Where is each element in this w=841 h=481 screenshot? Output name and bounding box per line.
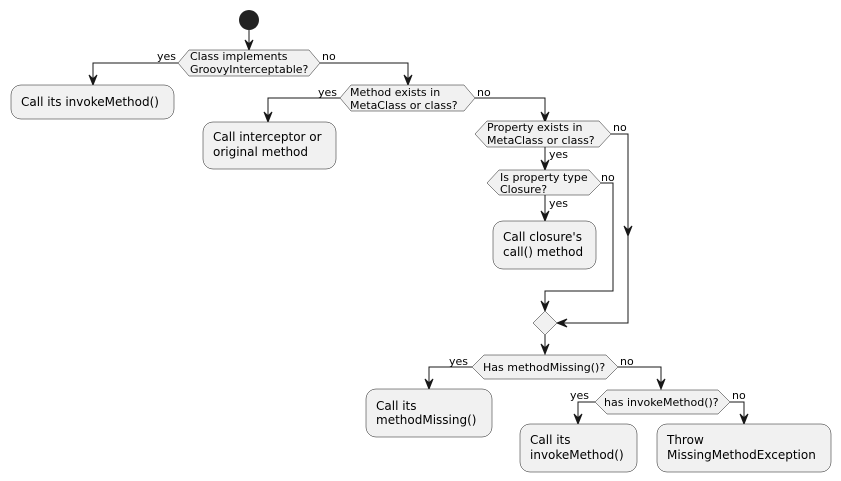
edge-labels: yes no yes no no yes no yes yes no yes n… — [157, 50, 746, 402]
a2-line1: Call interceptor or — [213, 130, 322, 144]
arrowhead — [540, 159, 550, 172]
decision-d1: Class implements GroovyInterceptable? — [177, 49, 321, 77]
d6-line1: has invokeMethod()? — [604, 396, 719, 409]
arrowhead — [88, 74, 98, 87]
decision-d6: has invokeMethod()? — [594, 389, 731, 415]
a5-line1: Call its — [530, 433, 571, 447]
edge-d1-yes — [92, 62, 178, 79]
a4-line2: methodMissing() — [376, 413, 476, 427]
arrowhead — [540, 300, 550, 313]
decision-d5: Has methodMissing()? — [471, 354, 619, 380]
edge-d5-no — [618, 366, 662, 383]
arrowhead — [244, 39, 254, 52]
d4-yes-label: yes — [549, 197, 568, 210]
a4-line1: Call its — [376, 399, 417, 413]
decision-d3: Property exists in MetaClass or class? — [474, 120, 612, 148]
d2-line2: MetaClass or class? — [350, 99, 458, 112]
d4-line1: Is property type — [500, 171, 588, 184]
decision-d2: Method exists in MetaClass or class? — [339, 84, 476, 112]
action-a1: Call its invokeMethod() — [10, 84, 175, 120]
arrowhead — [403, 74, 413, 87]
a3-line1: Call closure's — [503, 230, 582, 244]
edge-d6-yes — [577, 401, 595, 418]
edge-d5-yes — [428, 366, 472, 383]
d3-yes-label: yes — [549, 148, 568, 161]
d2-line1: Method exists in — [350, 86, 440, 99]
d1-no-label: no — [322, 50, 336, 63]
d5-yes-label: yes — [449, 355, 468, 368]
arrowhead — [656, 378, 666, 391]
arrowhead — [540, 210, 550, 223]
edge-d2-yes — [267, 97, 340, 116]
edge-d6-no — [730, 401, 745, 418]
action-a6: Throw MissingMethodException — [656, 423, 832, 473]
decision-d4: Is property type Closure? — [486, 169, 602, 196]
arrowhead — [540, 111, 550, 124]
d6-yes-label: yes — [570, 389, 589, 402]
arrowhead — [623, 225, 633, 238]
arrowhead — [555, 318, 568, 328]
d5-no-label: no — [620, 355, 634, 368]
d1-line1: Class implements — [190, 50, 288, 63]
edge-d2-no — [475, 97, 546, 116]
d4-no-label: no — [601, 171, 615, 184]
edge-d1-no — [320, 62, 409, 79]
merge-node — [532, 310, 558, 336]
arrowhead — [573, 413, 583, 426]
d3-line1: Property exists in — [487, 121, 583, 134]
d2-no-label: no — [477, 86, 491, 99]
a6-line1: Throw — [666, 433, 704, 447]
edge-d4-no — [544, 182, 614, 305]
a5-line2: invokeMethod() — [530, 448, 624, 462]
arrowhead — [739, 413, 749, 426]
d3-no-label: no — [613, 121, 627, 134]
edges — [88, 30, 749, 426]
d5-line1: Has methodMissing()? — [483, 361, 605, 374]
start-node — [239, 10, 259, 30]
d4-line2: Closure? — [500, 183, 547, 196]
action-a4: Call its methodMissing() — [365, 388, 493, 438]
d1-line2: GroovyInterceptable? — [190, 63, 309, 76]
action-a3: Call closure's call() method — [492, 220, 597, 270]
arrowhead — [540, 343, 550, 356]
d1-yes-label: yes — [157, 50, 176, 63]
a2-line2: original method — [213, 145, 308, 159]
d2-yes-label: yes — [318, 86, 337, 99]
a3-line2: call() method — [503, 245, 583, 259]
d6-no-label: no — [732, 389, 746, 402]
a6-line2: MissingMethodException — [667, 448, 816, 462]
arrowhead — [424, 378, 434, 391]
action-a2: Call interceptor or original method — [202, 121, 337, 170]
edge-d3-no — [563, 133, 629, 324]
a1-line1: Call its invokeMethod() — [21, 95, 159, 109]
arrowhead — [263, 111, 273, 124]
action-a5: Call its invokeMethod() — [519, 423, 638, 473]
d3-line2: MetaClass or class? — [487, 134, 595, 147]
